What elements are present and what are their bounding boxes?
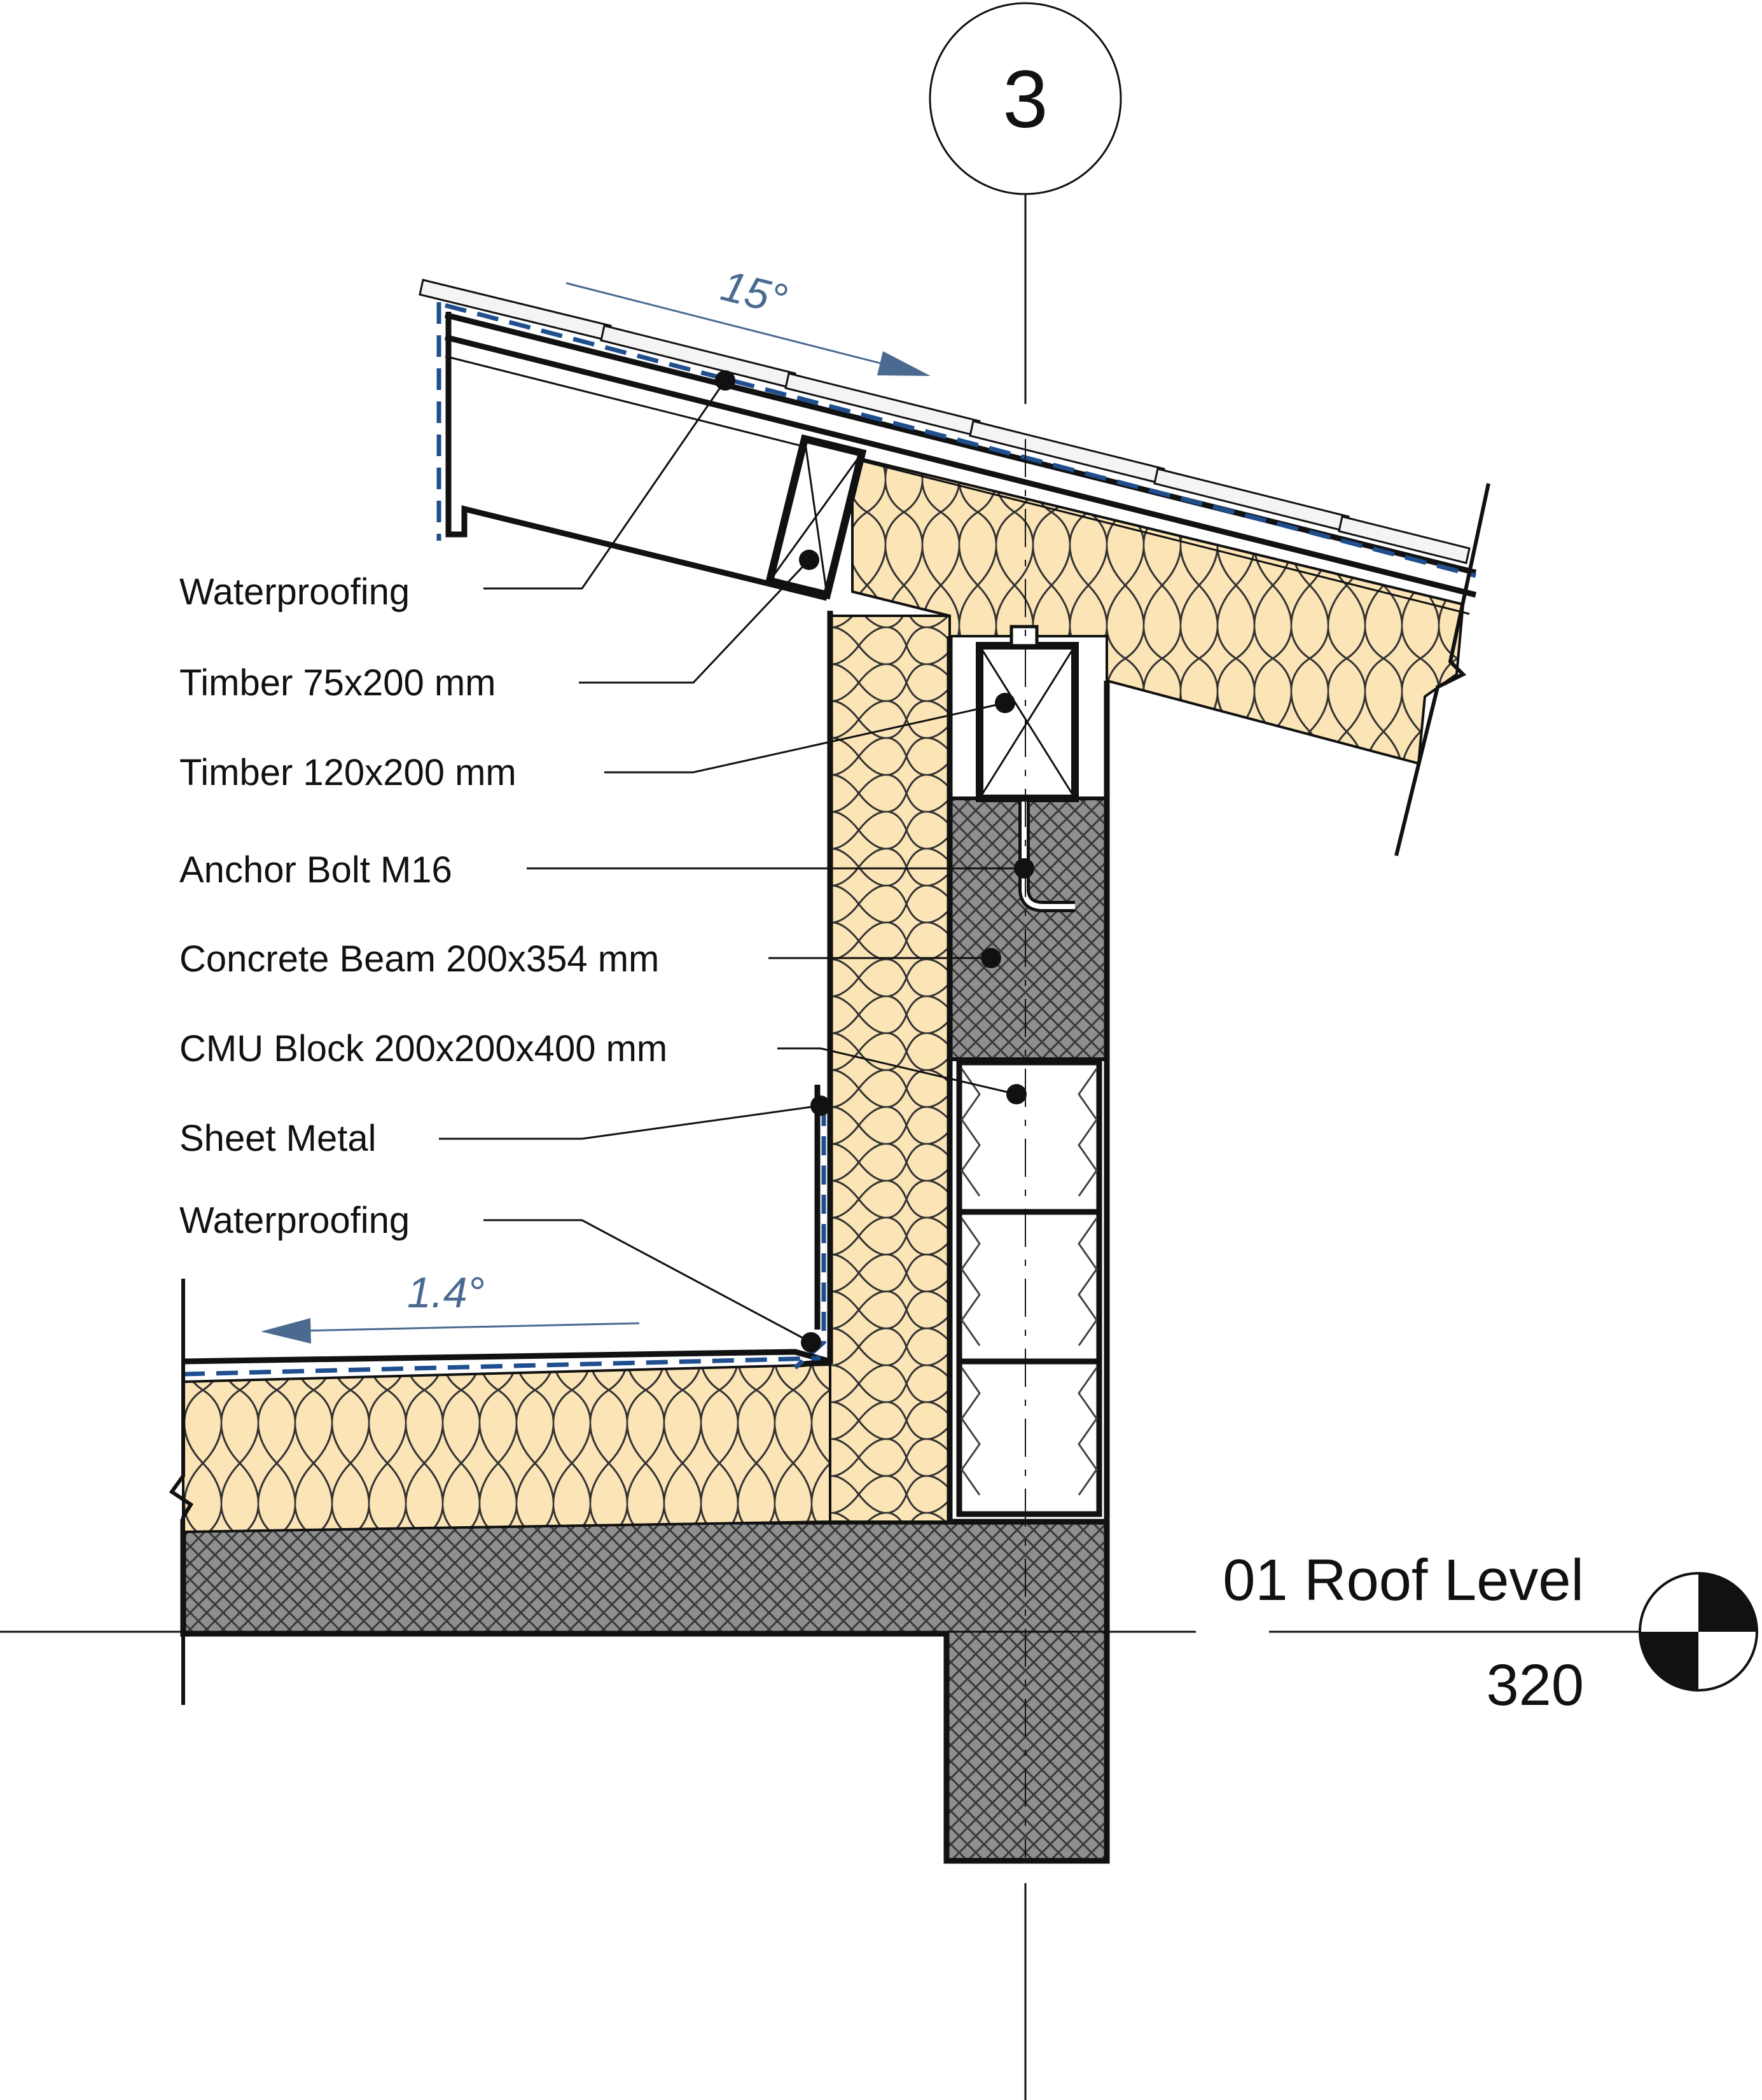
timber-120x200 xyxy=(976,625,1079,802)
callout-waterproofing-bottom: Waterproofing xyxy=(179,1200,410,1241)
flat-slope-arrow xyxy=(261,1318,640,1344)
right-break-line xyxy=(1394,483,1490,856)
level-name: 01 Roof Level xyxy=(1223,1548,1584,1613)
left-break-line xyxy=(169,1279,194,1705)
cmu-blocks xyxy=(956,1059,1102,1517)
parapet-insulation xyxy=(829,615,951,1523)
roof-slope-label: 15° xyxy=(716,261,791,324)
level-line xyxy=(0,1572,1758,1692)
parapet-waterproofing xyxy=(793,1107,826,1370)
flat-slope-label: 1.4° xyxy=(407,1269,485,1317)
flat-roof-insulation xyxy=(182,1363,831,1534)
sloped-roof-insulation xyxy=(851,455,1465,765)
concrete-slab xyxy=(180,1519,1110,1864)
eave-fascia xyxy=(445,312,828,601)
callout-waterproofing-top: Waterproofing xyxy=(179,571,410,613)
roof-shingles xyxy=(419,279,1471,564)
roof-slope-arrow xyxy=(565,282,931,376)
callout-concrete-beam: Concrete Beam 200x354 mm xyxy=(179,938,659,980)
grid-line-3 xyxy=(929,2,1122,2100)
callout-cmu-block: CMU Block 200x200x400 mm xyxy=(179,1028,667,1069)
sheet-metal-flashing xyxy=(798,611,833,1368)
timber-75x200 xyxy=(765,434,867,600)
callout-anchor-bolt: Anchor Bolt M16 xyxy=(179,849,452,891)
callout-sheet-metal: Sheet Metal xyxy=(179,1118,377,1159)
roof-waterproofing xyxy=(436,302,1476,578)
flat-roof-waterproofing xyxy=(183,1356,821,1377)
roof-sheathing xyxy=(444,312,1477,598)
level-elevation: 320 xyxy=(1487,1653,1585,1718)
grid-bubble-label: 3 xyxy=(1002,54,1048,145)
leader-lines xyxy=(439,370,1034,1352)
callout-timber-120: Timber 120x200 mm xyxy=(179,752,517,793)
callout-timber-75: Timber 75x200 mm xyxy=(179,662,496,704)
